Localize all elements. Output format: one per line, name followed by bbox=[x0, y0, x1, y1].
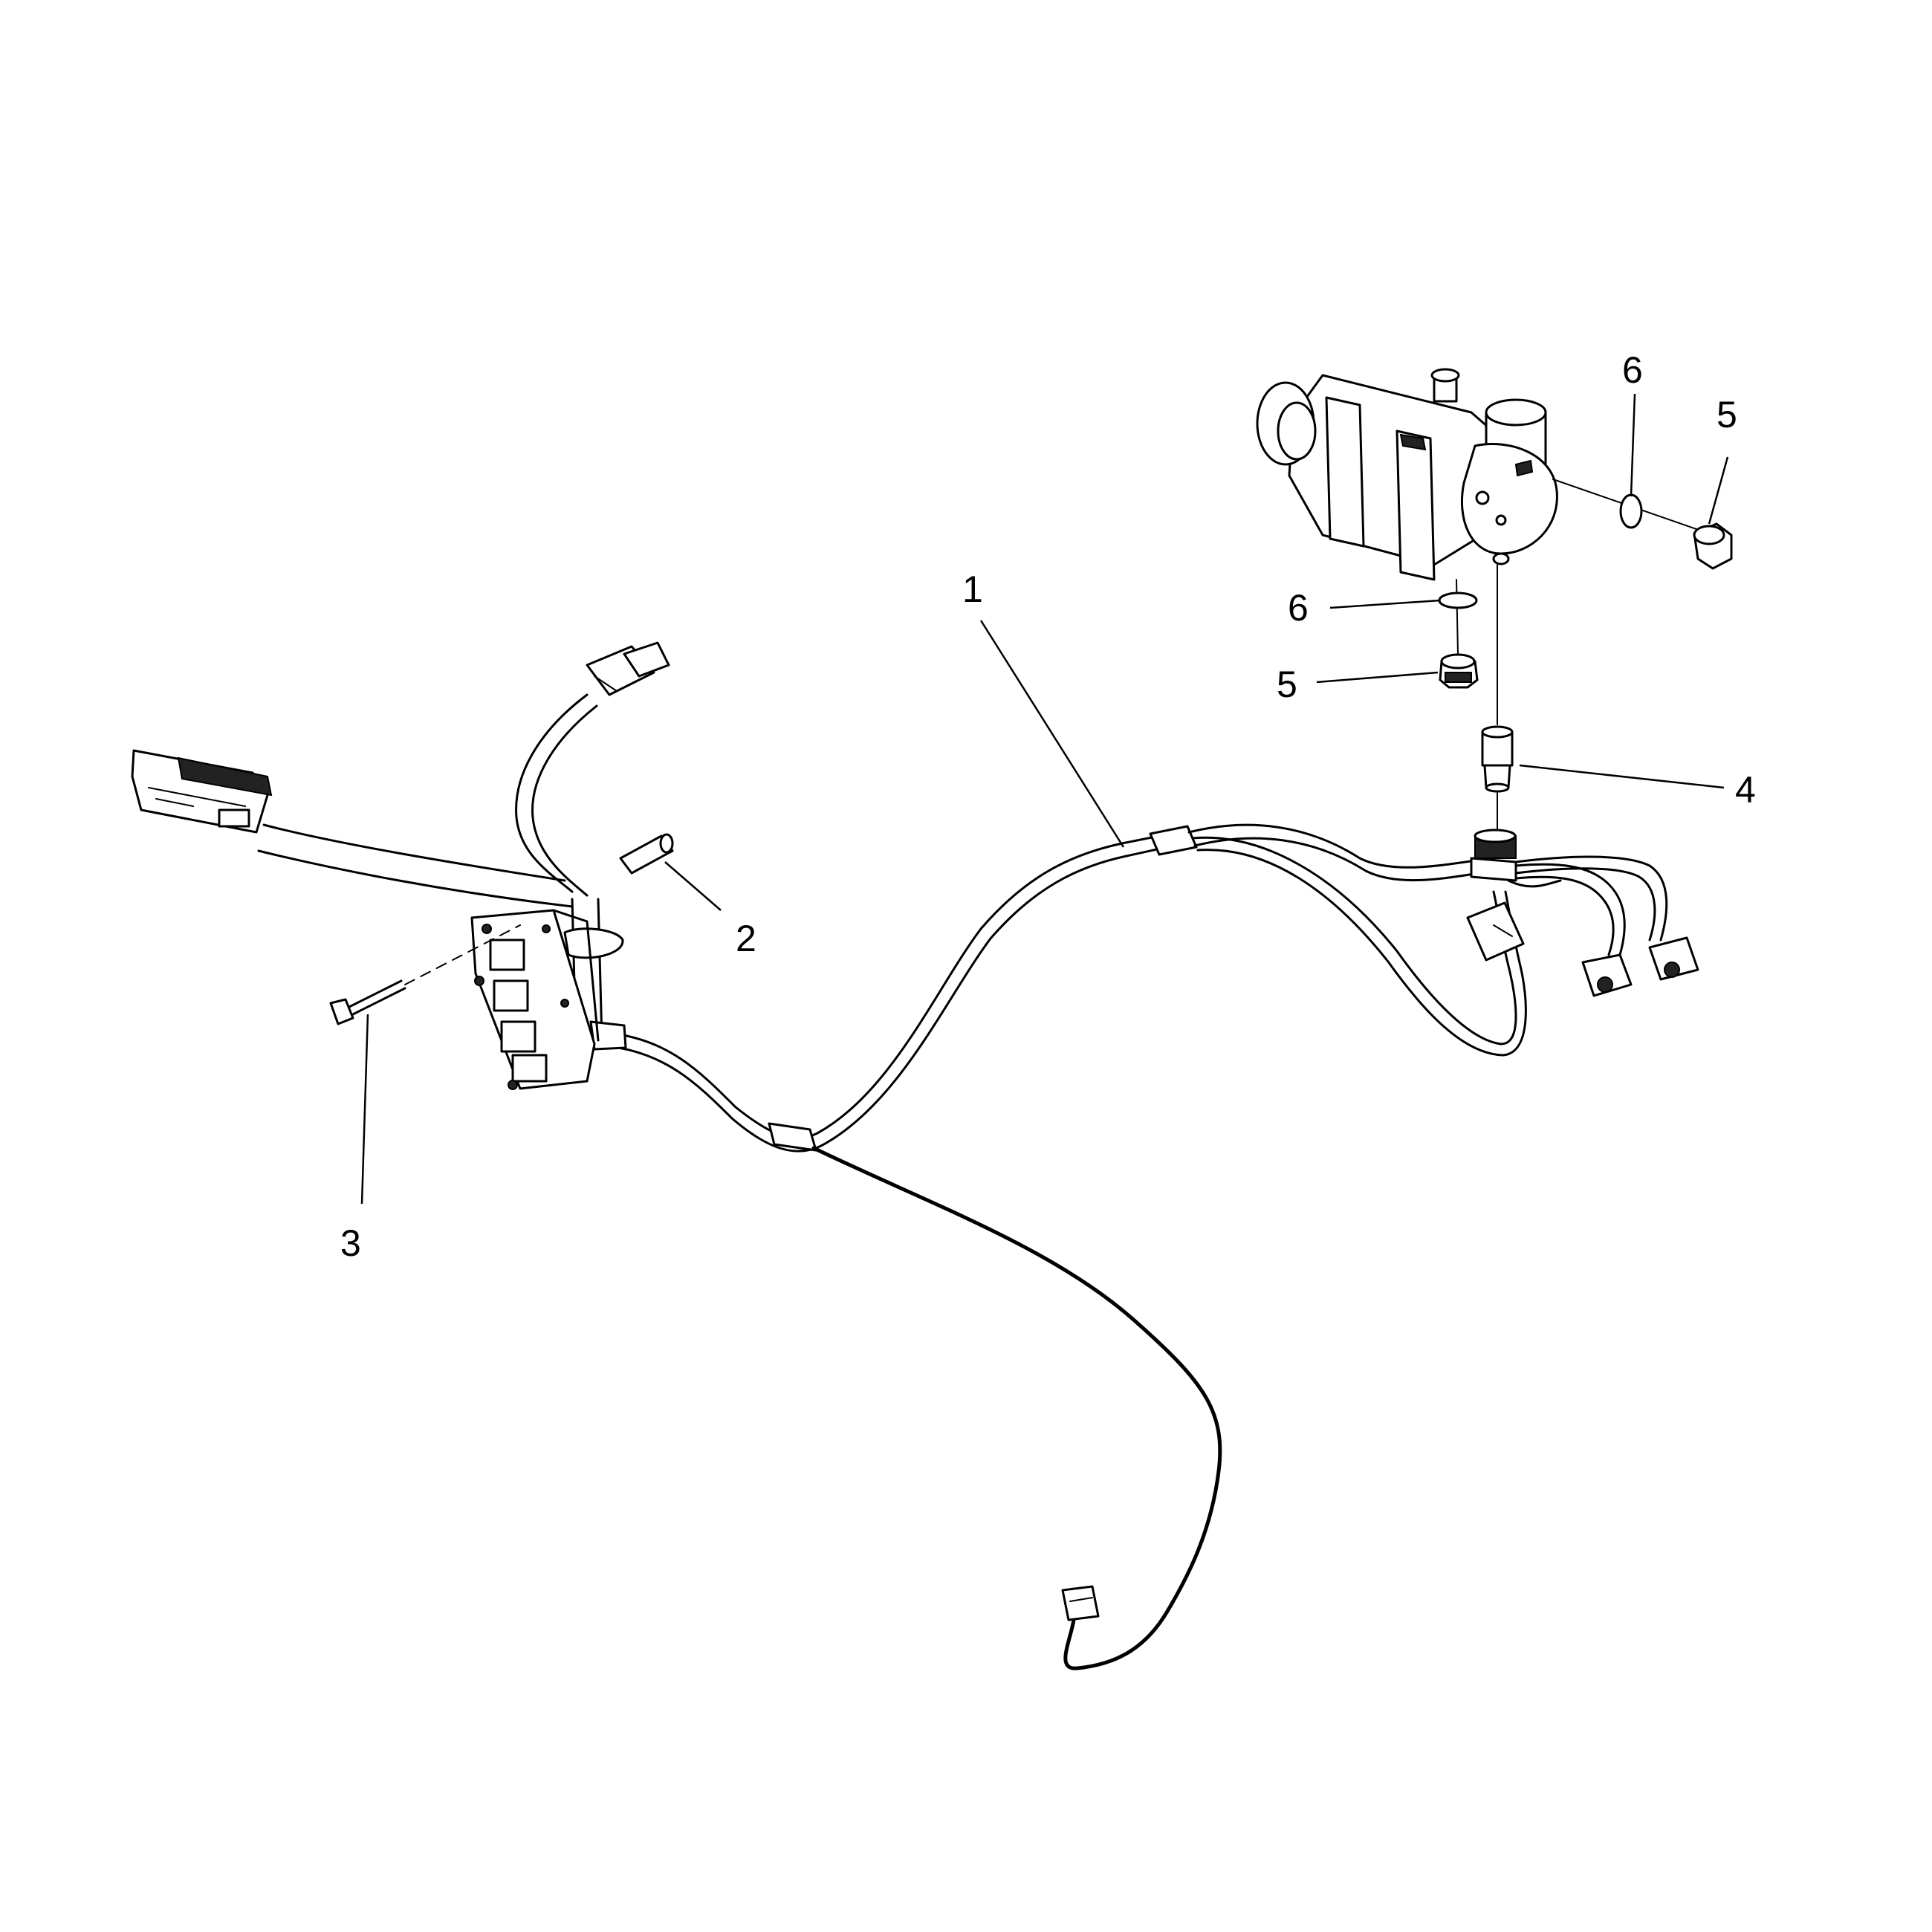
leader-1 bbox=[979, 620, 1125, 848]
leader-6a bbox=[1630, 393, 1636, 497]
item-5-plug-lower bbox=[1439, 653, 1479, 689]
bottom-connector bbox=[1061, 1585, 1100, 1621]
leader-4 bbox=[1519, 764, 1725, 789]
callout-6-lower: 6 bbox=[1288, 587, 1309, 629]
right-connector-3 bbox=[1648, 936, 1699, 981]
leader-2 bbox=[664, 861, 722, 911]
leader-lines bbox=[360, 393, 1729, 1205]
callout-1: 1 bbox=[962, 568, 983, 610]
wiring-harness bbox=[608, 823, 1668, 1670]
item-3-bolt bbox=[329, 924, 521, 1025]
callout-3: 3 bbox=[340, 1222, 361, 1264]
callout-5-upper: 5 bbox=[1717, 394, 1737, 435]
callout-5-lower: 5 bbox=[1277, 664, 1297, 705]
item-2-pin bbox=[619, 833, 674, 875]
item-6-oring-lower bbox=[1438, 591, 1478, 609]
item-5-plug-upper bbox=[1693, 522, 1733, 570]
callout-2: 2 bbox=[736, 918, 756, 959]
leader-6b bbox=[1329, 599, 1441, 609]
callout-4: 4 bbox=[1735, 769, 1756, 811]
control-module-assembly bbox=[131, 641, 670, 1090]
item-6-oring-upper bbox=[1619, 493, 1643, 529]
upper-connector bbox=[586, 641, 670, 696]
callout-6-upper: 6 bbox=[1622, 349, 1643, 391]
right-connector-2 bbox=[1581, 953, 1633, 997]
leader-3 bbox=[360, 1014, 369, 1205]
item-4-sensor bbox=[1474, 725, 1517, 859]
valve-assembly bbox=[1256, 368, 1710, 725]
leader-5b bbox=[1316, 671, 1439, 684]
leader-5a bbox=[1708, 456, 1729, 525]
right-connector-1 bbox=[1466, 901, 1525, 962]
